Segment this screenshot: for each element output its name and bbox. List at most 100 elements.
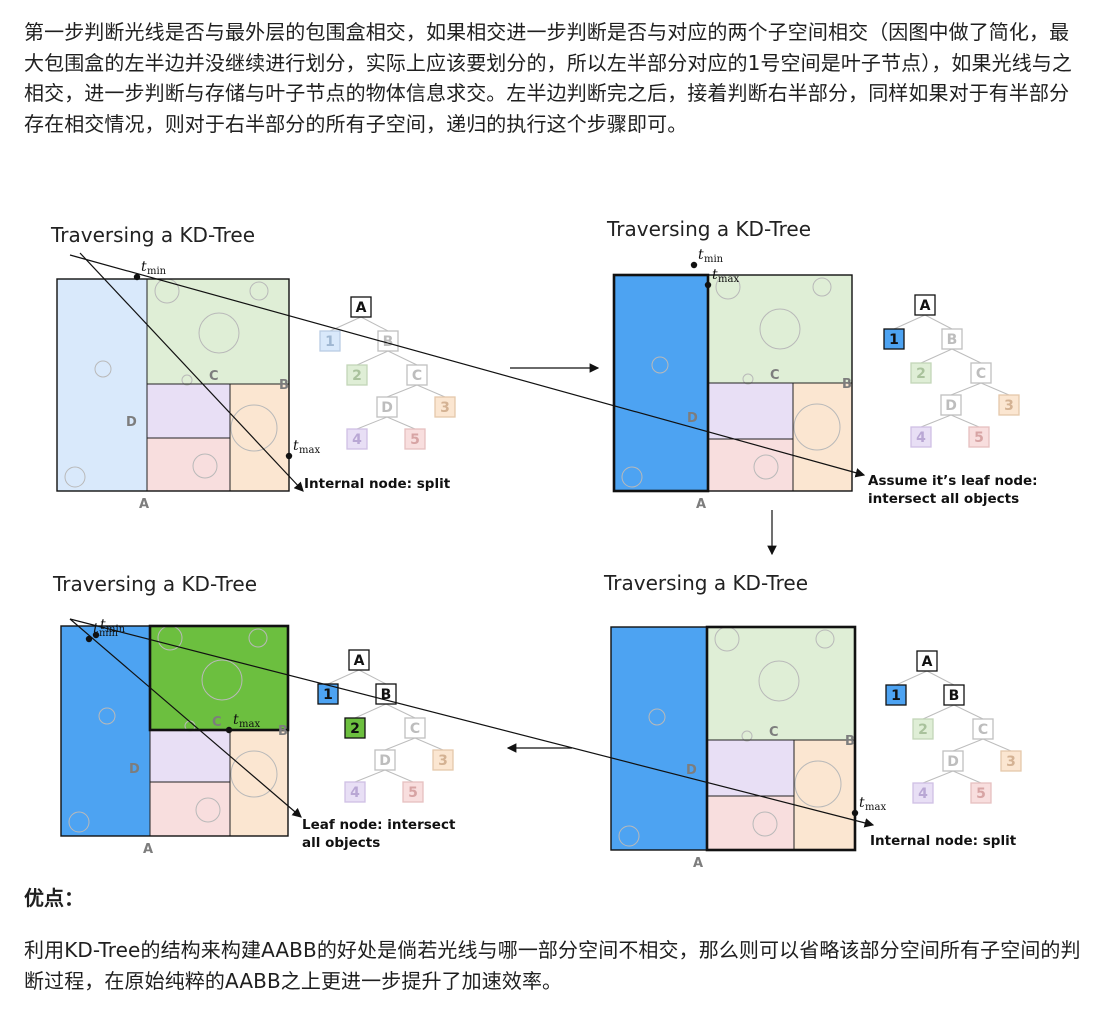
- region-label-b: B: [278, 724, 288, 739]
- region-1: [57, 279, 147, 491]
- tree-node-4: [346, 428, 368, 450]
- object-circle: [758, 660, 800, 702]
- tmin-point: [133, 273, 141, 281]
- tree-node-3: [998, 394, 1020, 416]
- tree-node-label: 2: [916, 366, 926, 382]
- tree-node-label: 5: [408, 785, 418, 801]
- tmax-label: t: [293, 438, 299, 454]
- tmin-subscript: min: [704, 254, 724, 265]
- panel-caption: Internal node: split: [304, 476, 451, 492]
- tree-node-label: A: [356, 300, 367, 316]
- tmin-label: t: [93, 621, 99, 637]
- tree-node-a: [348, 649, 370, 671]
- tree-node-label: D: [381, 400, 393, 416]
- tmax-point: [704, 281, 712, 289]
- outer-bounding-box: [56, 278, 290, 492]
- region-3: [793, 383, 852, 491]
- region-4: [708, 383, 793, 439]
- tree-node-label: C: [978, 722, 988, 738]
- tree-edge: [356, 416, 388, 430]
- tmin-point: [690, 261, 698, 269]
- tree-node-label: 1: [891, 688, 901, 704]
- tree-node-3: [432, 749, 454, 771]
- advantages-paragraph: 利用KD-Tree的结构来构建AABB的好处是倘若光线与哪一部分空间不相交，那么…: [24, 938, 1081, 993]
- region-2: [708, 275, 852, 383]
- panel-caption: all objects: [302, 835, 380, 851]
- tree-node-c: [970, 362, 992, 384]
- tree-node-1: [319, 330, 341, 352]
- tree-node-1: [317, 683, 339, 705]
- tree-node-5: [402, 781, 424, 803]
- tree-node-d: [376, 396, 398, 418]
- region-label-a: A: [143, 842, 153, 857]
- region-label-b: B: [279, 378, 289, 393]
- tree-node-2: [910, 362, 932, 384]
- object-circle: [815, 629, 835, 649]
- object-circle: [248, 628, 268, 648]
- tree-node-label: D: [945, 398, 957, 414]
- tree-node-d: [940, 394, 962, 416]
- region-1: [61, 626, 150, 836]
- tmax-subscript: max: [299, 445, 320, 456]
- object-circle: [181, 374, 193, 386]
- tree-node-label: 5: [974, 430, 984, 446]
- tree-node-5: [970, 782, 992, 804]
- tree-edge: [416, 384, 446, 398]
- tmin-subscript: min: [147, 266, 167, 277]
- tree-node-label: C: [410, 721, 420, 737]
- tmax-label: t: [712, 267, 718, 283]
- tree-node-a: [914, 294, 936, 316]
- tree-node-label: 5: [410, 432, 420, 448]
- tree-node-label: 4: [918, 786, 928, 802]
- tree-node-2: [344, 717, 366, 739]
- object-circle: [201, 659, 243, 701]
- tree-node-1: [885, 684, 907, 706]
- tree-node-4: [912, 782, 934, 804]
- tmax-point: [225, 726, 233, 734]
- object-circle: [230, 404, 278, 452]
- tree-edge: [952, 738, 984, 752]
- tree-node-c: [406, 364, 428, 386]
- tree-node-label: 2: [352, 368, 362, 384]
- object-circle: [621, 466, 643, 488]
- panel-4-title: Traversing a KD-Tree: [604, 571, 809, 595]
- tree-edge: [953, 704, 984, 720]
- object-circle: [98, 707, 116, 725]
- region-label-c: C: [209, 369, 219, 384]
- tree-edge: [895, 670, 928, 686]
- tree-node-3: [1000, 750, 1022, 772]
- object-circle: [793, 403, 841, 451]
- region-label-d: D: [126, 415, 137, 430]
- tree-node-label: 1: [889, 332, 899, 348]
- region-label-d: D: [686, 763, 697, 778]
- object-circle: [651, 356, 669, 374]
- tmin-point: [92, 631, 100, 639]
- object-circle: [753, 454, 779, 480]
- tree-edge: [922, 770, 954, 784]
- tree-node-label: 4: [352, 432, 362, 448]
- region-label-a: A: [693, 856, 703, 870]
- tree-edge: [920, 414, 952, 428]
- tree-node-label: B: [381, 687, 392, 703]
- region-3: [230, 384, 289, 491]
- region-label-d: D: [687, 411, 698, 426]
- tmax-subscript: max: [239, 719, 260, 730]
- tree-edge: [951, 348, 982, 364]
- panel-caption: intersect all objects: [868, 491, 1019, 507]
- tree-node-label: 5: [976, 786, 986, 802]
- tree-edge: [950, 414, 980, 428]
- ray: [69, 618, 875, 828]
- object-circle: [64, 466, 86, 488]
- object-circle: [648, 708, 666, 726]
- region-4: [707, 740, 794, 796]
- tmax-subscript: max: [718, 274, 739, 285]
- ray: [79, 252, 304, 492]
- panel-caption: Leaf node: intersect: [302, 817, 456, 833]
- object-circle: [249, 281, 269, 301]
- tree-node-label: A: [922, 654, 933, 670]
- tmax-subscript: max: [865, 802, 886, 813]
- tree-node-2: [346, 364, 368, 386]
- region-label-b: B: [845, 734, 855, 749]
- tree-edge: [893, 314, 926, 330]
